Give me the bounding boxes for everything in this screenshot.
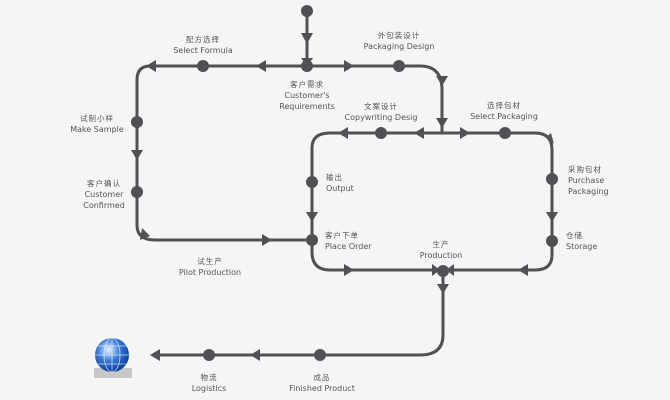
label-packaging-design: 外包装设计 Packaging Design [364, 30, 435, 52]
arrow-left [146, 60, 156, 72]
node-production [437, 265, 449, 277]
label-en: Logistics [191, 384, 227, 393]
label-cn: 文案设计 [363, 102, 398, 111]
node-formula [197, 60, 209, 72]
arrowheads [131, 33, 558, 361]
nodes [131, 5, 558, 361]
arrow-down [131, 150, 143, 160]
arrow-left [414, 127, 424, 139]
label-en: Make Sample [70, 125, 124, 134]
label-output: 输出 Output [326, 172, 354, 194]
arrow-down [546, 133, 554, 144]
arrow-down [306, 212, 318, 222]
arrow-left [150, 349, 160, 361]
label-finished: 成品 Finished Product [289, 372, 355, 394]
arrow-down [436, 76, 448, 86]
node-purchase [546, 173, 558, 185]
arrow-down [437, 284, 449, 294]
arrow-left [256, 60, 266, 72]
arrow-left [250, 349, 260, 361]
node-output [306, 176, 318, 188]
node-make-sample [131, 116, 143, 128]
label-pilot: 试生产 Pilot Production [179, 256, 241, 278]
label-select-packaging: 选择包材 Select Packaging [470, 100, 538, 122]
node-select-packaging [499, 127, 511, 139]
arrow-left [518, 264, 528, 276]
label-production: 生产 Production [420, 239, 463, 261]
label-en: Packaging Design [363, 42, 435, 51]
label-place-order: 客户下单 Place Order [325, 230, 372, 252]
label-en: Production [419, 251, 463, 260]
node-requirements [301, 60, 313, 72]
label-make-sample: 试制小样 Make Sample [70, 113, 124, 135]
label-en: Requirements [279, 102, 335, 111]
label-cn: 客户下单 [325, 231, 359, 240]
arrow-right [344, 60, 354, 72]
arrow-right [262, 234, 272, 246]
node-place-order [306, 234, 318, 246]
node-confirmed [131, 186, 143, 198]
label-en: Customer's [284, 91, 330, 100]
label-en: Confirmed [83, 201, 125, 210]
label-cn: 生产 [432, 240, 450, 249]
label-en: Storage [566, 242, 598, 251]
label-en: Finished Product [289, 384, 355, 393]
node-finished [314, 349, 326, 361]
label-cn: 成品 [313, 373, 331, 382]
node-copywriting [375, 127, 387, 139]
label-logistics: 物流 Logistics [192, 372, 227, 394]
node-start [301, 5, 313, 17]
arrow-left [446, 264, 454, 276]
label-cn: 客户需求 [290, 80, 324, 89]
label-cn: 外包装设计 [377, 31, 421, 40]
arrow-right [432, 264, 440, 276]
label-en: Place Order [325, 242, 372, 251]
label-cn: 物流 [200, 373, 218, 382]
label-cn: 试制小样 [80, 114, 114, 123]
label-cn: 配方选择 [185, 35, 220, 44]
node-logistics [203, 349, 215, 361]
label-copywriting: 文案设计 Copywriting Desig [345, 101, 418, 123]
arrow-down [301, 33, 313, 44]
label-en: Select Packaging [470, 112, 538, 121]
arrow-right [344, 264, 354, 276]
label-cn: 选择包材 [487, 101, 521, 110]
node-storage [546, 235, 558, 247]
label-cn: 客户确认 [87, 179, 121, 188]
node-packaging-design [393, 60, 405, 72]
label-en: Customer [84, 190, 124, 199]
label-en: Pilot Production [178, 268, 242, 277]
label-cn: 采购包材 [568, 165, 602, 174]
label-en: Purchase [568, 176, 605, 185]
arrow-right [460, 127, 470, 139]
arrow-left [338, 127, 348, 139]
globe-icon [94, 337, 132, 378]
label-en: Select Formula [173, 46, 233, 55]
label-en: Packaging [568, 187, 609, 196]
label-en: Output [326, 184, 354, 193]
arrow-down [546, 212, 558, 222]
arrow-right [140, 228, 150, 240]
label-storage: 仓储 Storage [566, 230, 597, 252]
label-cn: 试生产 [197, 257, 223, 266]
label-cn: 仓储 [566, 231, 583, 240]
arrow-down [436, 118, 448, 128]
label-en: Copywriting Desig [344, 113, 418, 122]
label-select-formula: 配方选择 Select Formula [173, 34, 233, 56]
label-cn: 输出 [326, 173, 343, 182]
connectors [135, 11, 554, 357]
